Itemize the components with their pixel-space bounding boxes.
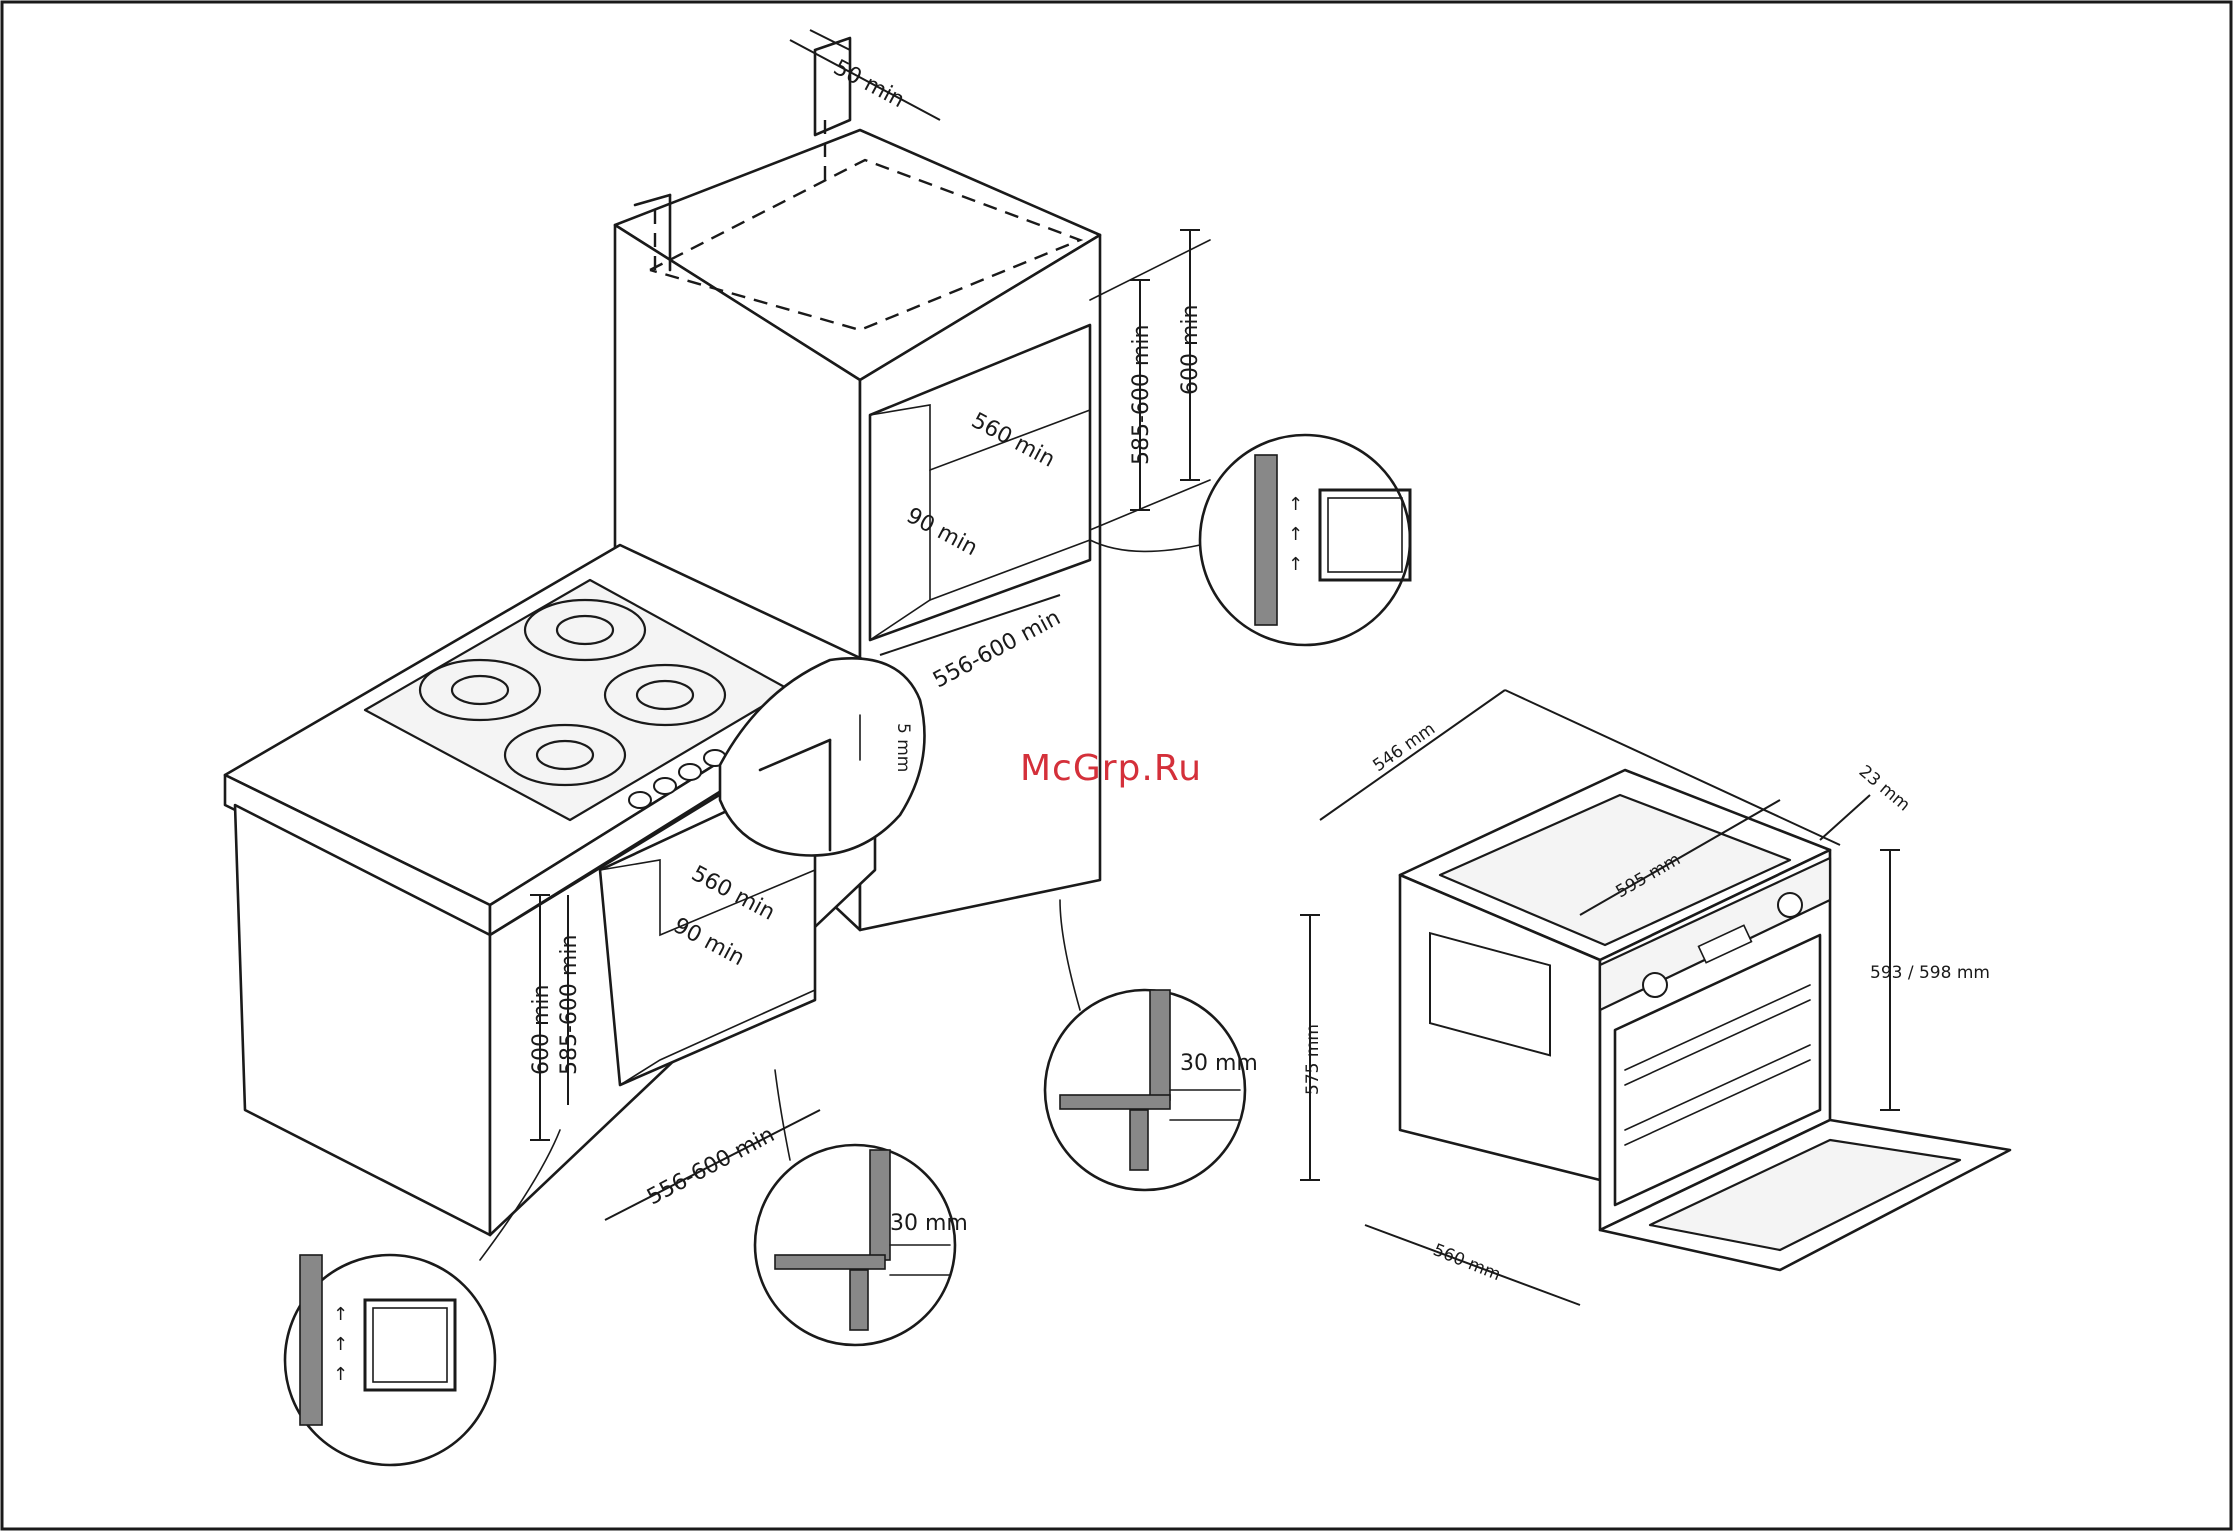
- svg-text:↑: ↑: [333, 1364, 348, 1385]
- label-tall-niche-height-range: 585-600 min: [1129, 325, 1154, 465]
- label-low-side-panel: 30 mm: [890, 1211, 968, 1236]
- label-low-niche-height-range: 585-600 min: [557, 935, 582, 1075]
- oven-knob-left: [1643, 973, 1667, 997]
- svg-text:↑: ↑: [1288, 554, 1303, 575]
- oven-knob-right: [1778, 893, 1802, 917]
- svg-text:↑: ↑: [1288, 494, 1303, 515]
- svg-text:↑: ↑: [333, 1304, 348, 1325]
- label-rear-gap: 5 mm: [893, 723, 913, 772]
- label-tall-side-panel: 30 mm: [1180, 1051, 1258, 1076]
- label-oven-body-height: 575 mm: [1303, 1024, 1323, 1095]
- label-low-niche-height-min: 600 min: [529, 985, 554, 1075]
- svg-text:↑: ↑: [333, 1334, 348, 1355]
- label-oven-front-height: 593 / 598 mm: [1870, 963, 1990, 983]
- label-tall-niche-height-min: 600 min: [1178, 305, 1203, 395]
- svg-text:↑: ↑: [1288, 524, 1303, 545]
- watermark: McGrp.Ru: [1020, 748, 1202, 789]
